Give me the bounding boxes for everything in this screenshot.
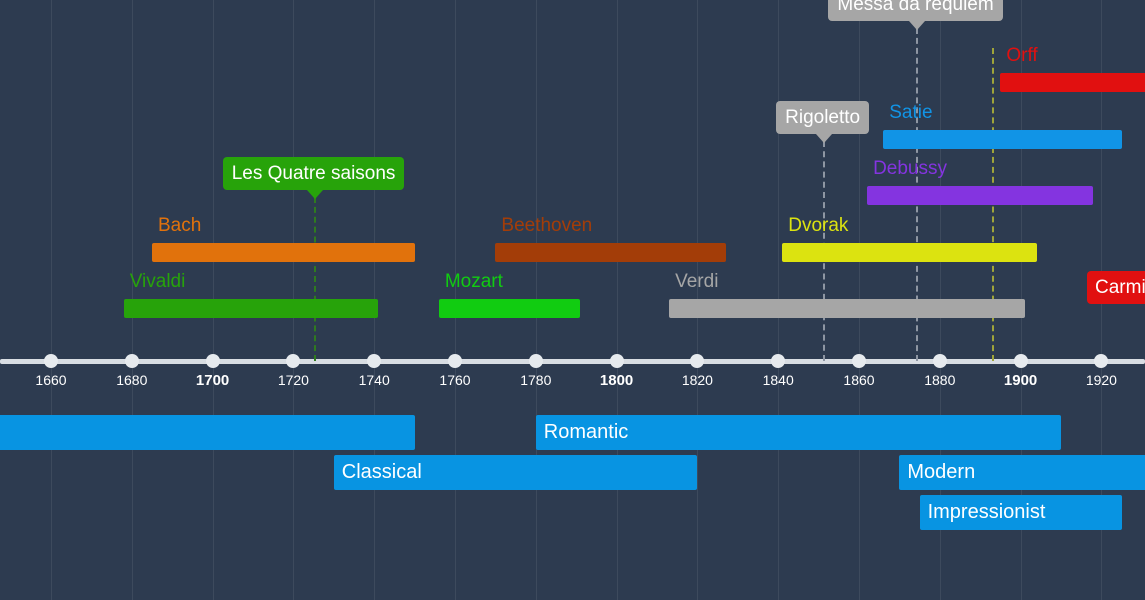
tick-label: 1920 [1085, 372, 1117, 388]
tick-label: 1720 [277, 372, 309, 388]
event-flag[interactable]: Messa da requiem [828, 0, 1003, 21]
tick-dot [205, 354, 220, 368]
composer-label: Orff [1006, 45, 1038, 66]
composer-bar[interactable] [152, 243, 415, 262]
period-bar[interactable]: Impressionist [919, 495, 1122, 530]
gridline [51, 0, 52, 600]
composer-bar[interactable] [1000, 73, 1145, 92]
tick-label: 1680 [116, 372, 148, 388]
period-bar[interactable]: Romantic [535, 415, 1061, 450]
tick-label: 1820 [681, 372, 713, 388]
period-bar[interactable] [0, 415, 415, 450]
tick-label: 1740 [358, 372, 390, 388]
tick-label: 1780 [520, 372, 552, 388]
composer-label: Satie [889, 102, 933, 123]
composer-bar[interactable] [883, 130, 1122, 149]
composer-label: Beethoven [501, 215, 593, 236]
tick-dot [932, 354, 947, 368]
tick-label: 1700 [195, 372, 230, 389]
event-flag-pointer [908, 21, 925, 30]
composer-label: Verdi [675, 271, 719, 292]
tick-label: 1880 [924, 372, 956, 388]
tick-label: 1840 [762, 372, 794, 388]
tick-dot [609, 354, 624, 368]
event-flag-pointer [306, 190, 323, 199]
event-flag[interactable]: Les Quatre saisons [222, 157, 405, 190]
tick-label: 1900 [1003, 372, 1038, 389]
tick-label: 1760 [439, 372, 471, 388]
tick-dot [1013, 354, 1028, 368]
tick-dot [44, 354, 58, 368]
event-marker-line [314, 197, 316, 361]
composer-bar[interactable] [669, 299, 1025, 318]
composer-bar[interactable] [495, 243, 726, 262]
composer-bar[interactable] [438, 299, 581, 318]
gridline [617, 0, 618, 600]
tick-dot [852, 354, 866, 368]
composer-label: Dvorak [788, 215, 849, 236]
composer-label: Debussy [873, 158, 947, 179]
composer-bar[interactable] [867, 186, 1094, 205]
period-bar[interactable]: Modern [899, 455, 1145, 490]
composer-bar[interactable] [123, 299, 379, 318]
period-bar[interactable]: Classical [333, 455, 698, 490]
tick-dot [448, 354, 462, 368]
composer-label: Vivaldi [129, 271, 186, 292]
tick-dot [771, 354, 786, 368]
event-flag[interactable]: Rigoletto [776, 101, 870, 134]
time-axis [0, 359, 1145, 364]
tick-label: 1800 [599, 372, 634, 389]
tick-label: 1860 [843, 372, 875, 388]
tick-dot [367, 354, 382, 368]
composer-label: Mozart [444, 271, 503, 292]
tick-dot [124, 354, 139, 368]
tick-dot [528, 354, 543, 368]
tick-dot [690, 354, 705, 368]
event-flag[interactable]: Carmi [1087, 271, 1145, 304]
composer-label: Bach [158, 215, 202, 236]
composer-bar[interactable] [782, 243, 1037, 262]
event-flag-pointer [815, 134, 832, 143]
tick-dot [1094, 354, 1109, 368]
tick-dot [286, 354, 301, 368]
tick-label: 1660 [35, 372, 67, 388]
